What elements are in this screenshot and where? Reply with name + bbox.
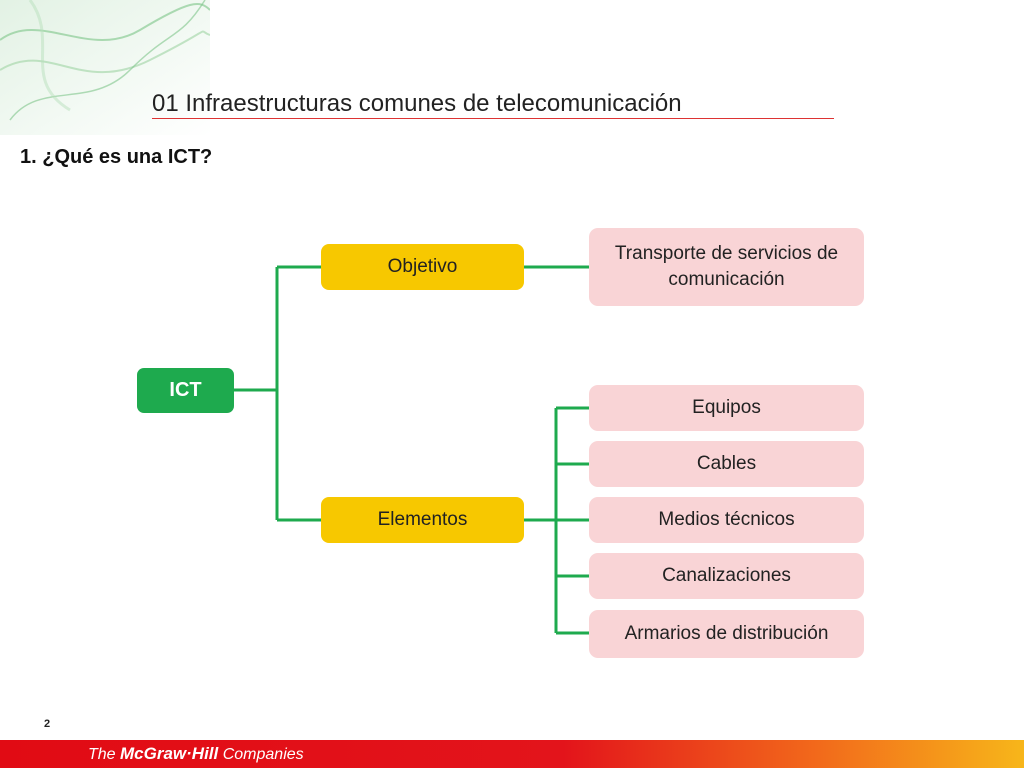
node-elementos-label: Elementos xyxy=(377,509,468,530)
publisher-logo: The McGraw·Hill Companies xyxy=(88,744,304,764)
decorative-swirl xyxy=(0,0,210,135)
node-canalizaciones: Canalizaciones xyxy=(589,553,864,599)
page-number: 2 xyxy=(44,718,51,730)
node-canalizaciones-label: Canalizaciones xyxy=(662,565,791,586)
node-medios-tecnicos-label: Medios técnicos xyxy=(658,509,795,530)
node-cables-label: Cables xyxy=(696,453,757,474)
node-cables: Cables xyxy=(589,441,864,487)
node-medios-tecnicos: Medios técnicos xyxy=(589,497,864,543)
footer-bar xyxy=(0,740,1024,768)
logo-companies: Companies xyxy=(218,746,304,763)
title-underline xyxy=(152,118,834,119)
node-elementos: Elementos xyxy=(321,497,524,543)
node-ict: ICT xyxy=(137,368,234,413)
node-ict-label: ICT xyxy=(169,379,202,401)
node-transporte: Transporte de servicios de comunicación xyxy=(589,228,864,306)
node-armarios: Armarios de distribución xyxy=(589,610,864,658)
node-transporte-label: Transporte de servicios de comunicación xyxy=(614,243,839,290)
slide-title: 01 Infraestructuras comunes de telecomun… xyxy=(152,90,682,117)
node-armarios-label: Armarios de distribución xyxy=(624,623,829,644)
node-objetivo-label: Objetivo xyxy=(387,256,458,277)
node-equipos-label: Equipos xyxy=(692,397,761,418)
logo-the: The xyxy=(88,746,121,763)
node-equipos: Equipos xyxy=(589,385,864,431)
section-heading: 1. ¿Qué es una ICT? xyxy=(20,146,213,168)
logo-name: McGraw·Hill xyxy=(120,744,219,763)
node-objetivo: Objetivo xyxy=(321,244,524,290)
